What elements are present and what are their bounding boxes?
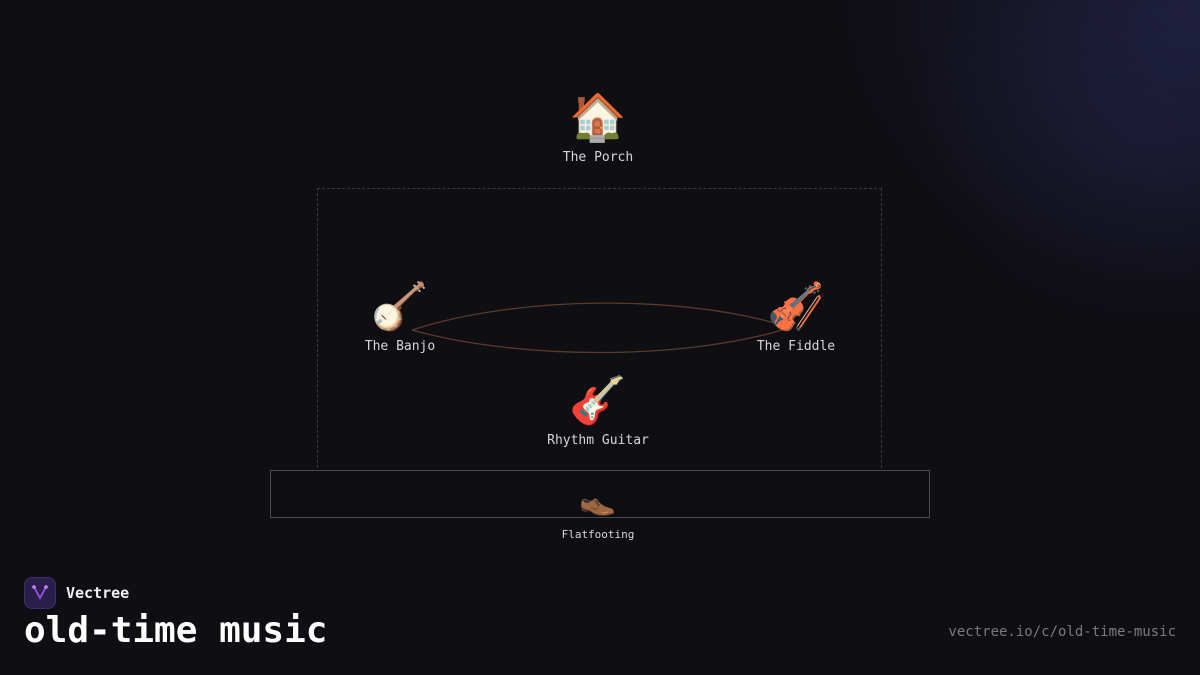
node-label: Flatfooting	[561, 528, 635, 541]
banjo-icon: 🪕	[371, 279, 429, 333]
node-label: The Porch	[562, 150, 634, 165]
brand-name: Vectree	[66, 584, 130, 602]
node-label: The Banjo	[364, 339, 436, 354]
link-fiddle-to-banjo	[411, 329, 783, 354]
ground-box	[270, 470, 930, 518]
house-icon: 🏠	[569, 90, 627, 144]
instrument-group-box	[317, 188, 882, 478]
node-label: The Fiddle	[756, 339, 836, 354]
node-flatfooting[interactable]: 👞 Flatfooting	[561, 483, 635, 542]
brand[interactable]: Vectree	[24, 577, 129, 609]
node-the-banjo[interactable]: 🪕 The Banjo	[365, 279, 435, 354]
node-the-porch[interactable]: 🏠 The Porch	[563, 90, 633, 165]
node-rhythm-guitar[interactable]: 🎸 Rhythm Guitar	[547, 373, 649, 448]
link-banjo-to-fiddle	[411, 302, 783, 331]
node-label: Rhythm Guitar	[547, 433, 649, 448]
page-title: old-time music	[24, 610, 328, 651]
shoe-icon: 👞	[579, 483, 617, 518]
node-the-fiddle[interactable]: 🎻 The Fiddle	[757, 279, 835, 354]
page-url[interactable]: vectree.io/c/old-time-music	[948, 624, 1176, 640]
violin-icon: 🎻	[767, 279, 825, 333]
guitar-icon: 🎸	[569, 373, 627, 427]
vectree-logo-icon	[24, 577, 56, 609]
